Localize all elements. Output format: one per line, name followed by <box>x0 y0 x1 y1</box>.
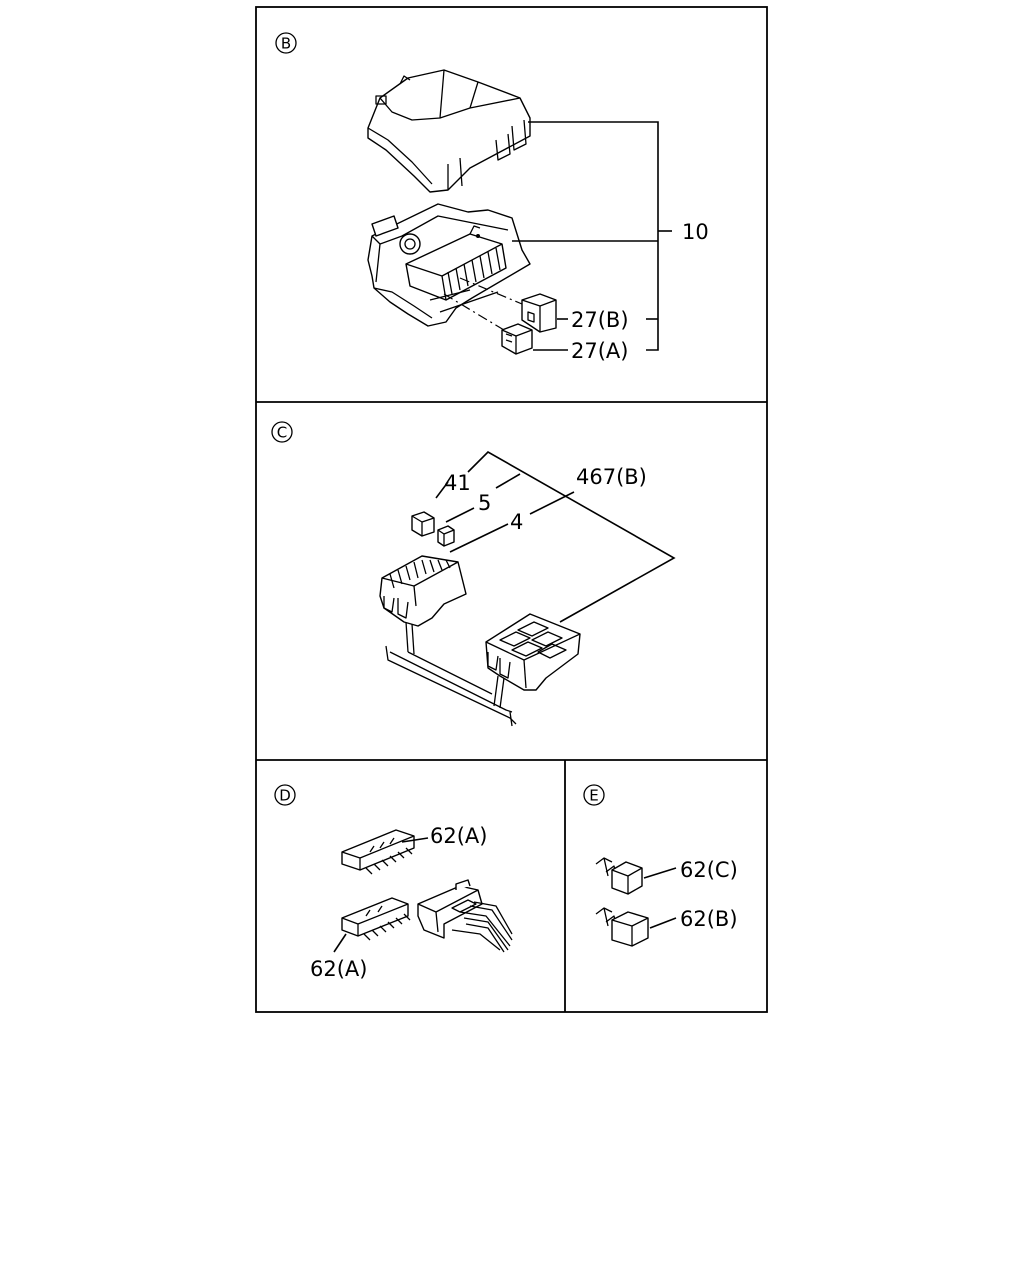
label-10: 10 <box>682 220 709 244</box>
diagram-frame <box>255 6 768 1013</box>
label-4: 4 <box>510 510 523 534</box>
relay-27b-part <box>521 293 557 333</box>
panel-c-leader-lines <box>435 451 676 623</box>
panel-d-leader-lines <box>333 837 429 953</box>
panel-b: B <box>275 32 709 363</box>
terminal-41-part <box>411 511 435 537</box>
relay-27a-part <box>501 323 533 355</box>
label-62b: 62(B) <box>680 907 738 931</box>
relay-62c-part <box>595 857 643 895</box>
label-27b: 27(B) <box>571 308 629 332</box>
panel-d: D <box>274 784 513 981</box>
label-467b: 467(B) <box>576 465 647 489</box>
label-41: 41 <box>444 471 471 495</box>
panel-c-marker: C <box>271 421 293 443</box>
panel-d-marker-letter: D <box>279 787 291 805</box>
label-62a-top: 62(A) <box>430 824 487 848</box>
panel-d-marker: D <box>274 784 296 806</box>
label-5: 5 <box>478 491 491 515</box>
panel-b-marker: B <box>275 32 297 54</box>
panel-e-marker: E <box>583 784 605 806</box>
fuse-box-cover <box>367 69 531 193</box>
label-62c: 62(C) <box>680 858 738 882</box>
terminal-5-part <box>437 525 455 547</box>
wire-harness <box>385 645 517 727</box>
panel-b-leader-lines <box>512 121 672 351</box>
panel-e-marker-letter: E <box>589 787 598 805</box>
panel-e-leader-lines <box>643 867 677 929</box>
connector-block-left <box>379 555 467 655</box>
panel-b-marker-letter: B <box>281 35 291 53</box>
panel-e: E 62(C) 62(B) <box>583 784 738 947</box>
connector-block-right <box>485 613 581 709</box>
connector-with-wires <box>417 879 513 953</box>
label-27a: 27(A) <box>571 339 628 363</box>
label-62a-bottom: 62(A) <box>310 957 367 981</box>
terminal-strip-lower <box>341 897 411 941</box>
panel-c: C <box>271 421 676 727</box>
fuse-box-base <box>367 203 531 327</box>
terminal-strip-upper <box>341 829 415 875</box>
relay-62b-part <box>595 907 649 947</box>
insertion-guide-lines <box>443 277 523 331</box>
panel-c-marker-letter: C <box>277 424 287 442</box>
